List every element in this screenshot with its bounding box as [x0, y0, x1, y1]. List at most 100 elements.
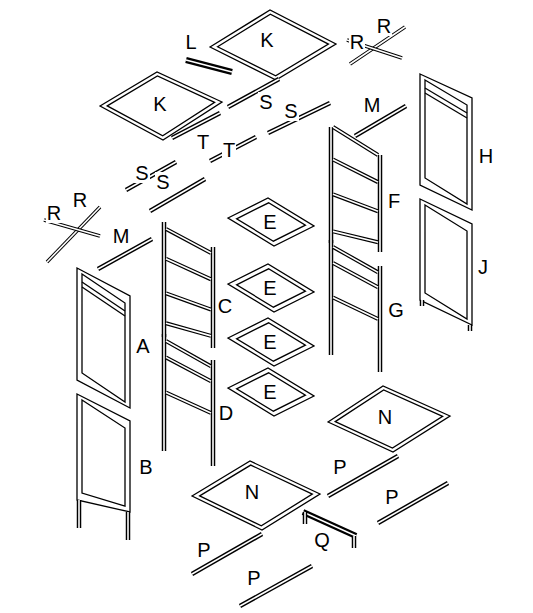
part-letter: M	[363, 95, 382, 115]
bar-highlight	[166, 393, 211, 414]
part-letter: S	[283, 101, 298, 121]
panel-rail	[82, 282, 125, 311]
part-letter: R	[46, 203, 62, 223]
panel-rail	[82, 287, 125, 316]
bar-highlight	[330, 127, 332, 243]
part-letter: L	[184, 32, 197, 52]
bar-part	[210, 137, 256, 161]
part-letter: K	[152, 94, 167, 114]
bar-highlight	[333, 127, 378, 155]
bar-highlight	[166, 259, 211, 280]
bar-highlight	[212, 247, 214, 348]
bar-part	[378, 266, 383, 372]
bar-highlight	[421, 300, 423, 306]
bar-highlight	[166, 357, 211, 381]
part-letter: N	[377, 407, 393, 427]
bar-highlight	[186, 60, 232, 72]
bar-highlight	[166, 229, 211, 253]
bar-part	[211, 247, 216, 348]
part-letter: E	[262, 382, 277, 402]
bar-part	[162, 334, 167, 451]
bar-highlight	[212, 360, 214, 466]
frame-inner	[237, 269, 306, 307]
part-letter: D	[218, 403, 234, 423]
bar-part	[468, 325, 473, 331]
frame-outer	[228, 198, 314, 246]
bar-highlight	[333, 298, 378, 320]
part-letter: M	[112, 226, 131, 246]
bar-part	[240, 566, 312, 606]
part-letter: N	[244, 482, 260, 502]
bar-highlight	[333, 263, 378, 287]
panel-inner	[425, 205, 467, 319]
bar-highlight	[240, 566, 312, 606]
bar-part	[378, 483, 448, 523]
bar-highlight	[78, 500, 80, 528]
bar-part	[166, 323, 211, 336]
part-letter: P	[196, 540, 211, 560]
bar-part	[166, 259, 211, 280]
bar-part	[211, 360, 216, 466]
bar-part	[333, 231, 378, 242]
panel-outer	[77, 268, 130, 408]
bar-highlight	[268, 103, 330, 133]
bar-part	[303, 512, 308, 524]
bar-highlight	[333, 194, 378, 211]
part-letter: E	[262, 332, 277, 352]
panel-rail	[425, 93, 467, 118]
part-letter: P	[246, 568, 261, 588]
part-letter: T	[196, 132, 210, 152]
part-letter: T	[222, 140, 236, 160]
panel-rail	[425, 88, 467, 113]
part-letter: A	[135, 336, 150, 356]
bar-highlight	[166, 323, 211, 336]
part-letter: C	[217, 296, 233, 316]
part-letter: E	[262, 212, 277, 232]
bar-highlight	[210, 137, 256, 161]
bar-part	[166, 229, 211, 253]
panel-outer	[420, 74, 472, 210]
part-letter: H	[478, 146, 494, 166]
panel-inner	[82, 400, 125, 506]
bar-part	[420, 300, 425, 306]
bar-highlight	[166, 293, 211, 309]
part-letter: B	[138, 457, 153, 477]
bar-part	[378, 155, 383, 252]
bar-part	[329, 127, 334, 243]
bar-part	[333, 263, 378, 287]
bar-highlight	[378, 483, 448, 523]
frame-inner	[237, 203, 306, 241]
frame-outer	[192, 461, 320, 530]
bar-highlight	[127, 512, 129, 540]
bar-highlight	[333, 231, 378, 242]
bar-part	[329, 240, 334, 355]
part-letter: F	[387, 191, 401, 211]
part-letter: Q	[313, 530, 331, 550]
bar-part	[186, 60, 232, 72]
frame-outer	[328, 386, 450, 452]
frame-inner	[335, 390, 442, 448]
bar-part	[126, 512, 131, 540]
bar-part	[333, 127, 378, 155]
part-letter: R	[376, 16, 392, 36]
frame-inner	[107, 76, 214, 136]
bar-part	[162, 222, 167, 337]
panel-inner	[425, 80, 467, 204]
bar-highlight	[353, 536, 355, 548]
part-letter: S	[258, 92, 273, 112]
part-letter: R	[349, 32, 365, 52]
bar-part	[333, 194, 378, 211]
frame-outer	[100, 72, 222, 140]
part-letter: E	[262, 278, 277, 298]
bar-part	[166, 357, 211, 381]
part-letter: P	[332, 457, 347, 477]
frame-inner	[218, 14, 329, 76]
frame-inner	[237, 373, 306, 411]
frame-inner	[200, 465, 313, 526]
frame-outer	[228, 318, 314, 366]
bar-highlight	[304, 512, 306, 524]
part-letter: P	[384, 487, 399, 507]
bar-highlight	[379, 155, 381, 252]
bar-part	[166, 393, 211, 414]
panel-inner	[82, 274, 125, 402]
